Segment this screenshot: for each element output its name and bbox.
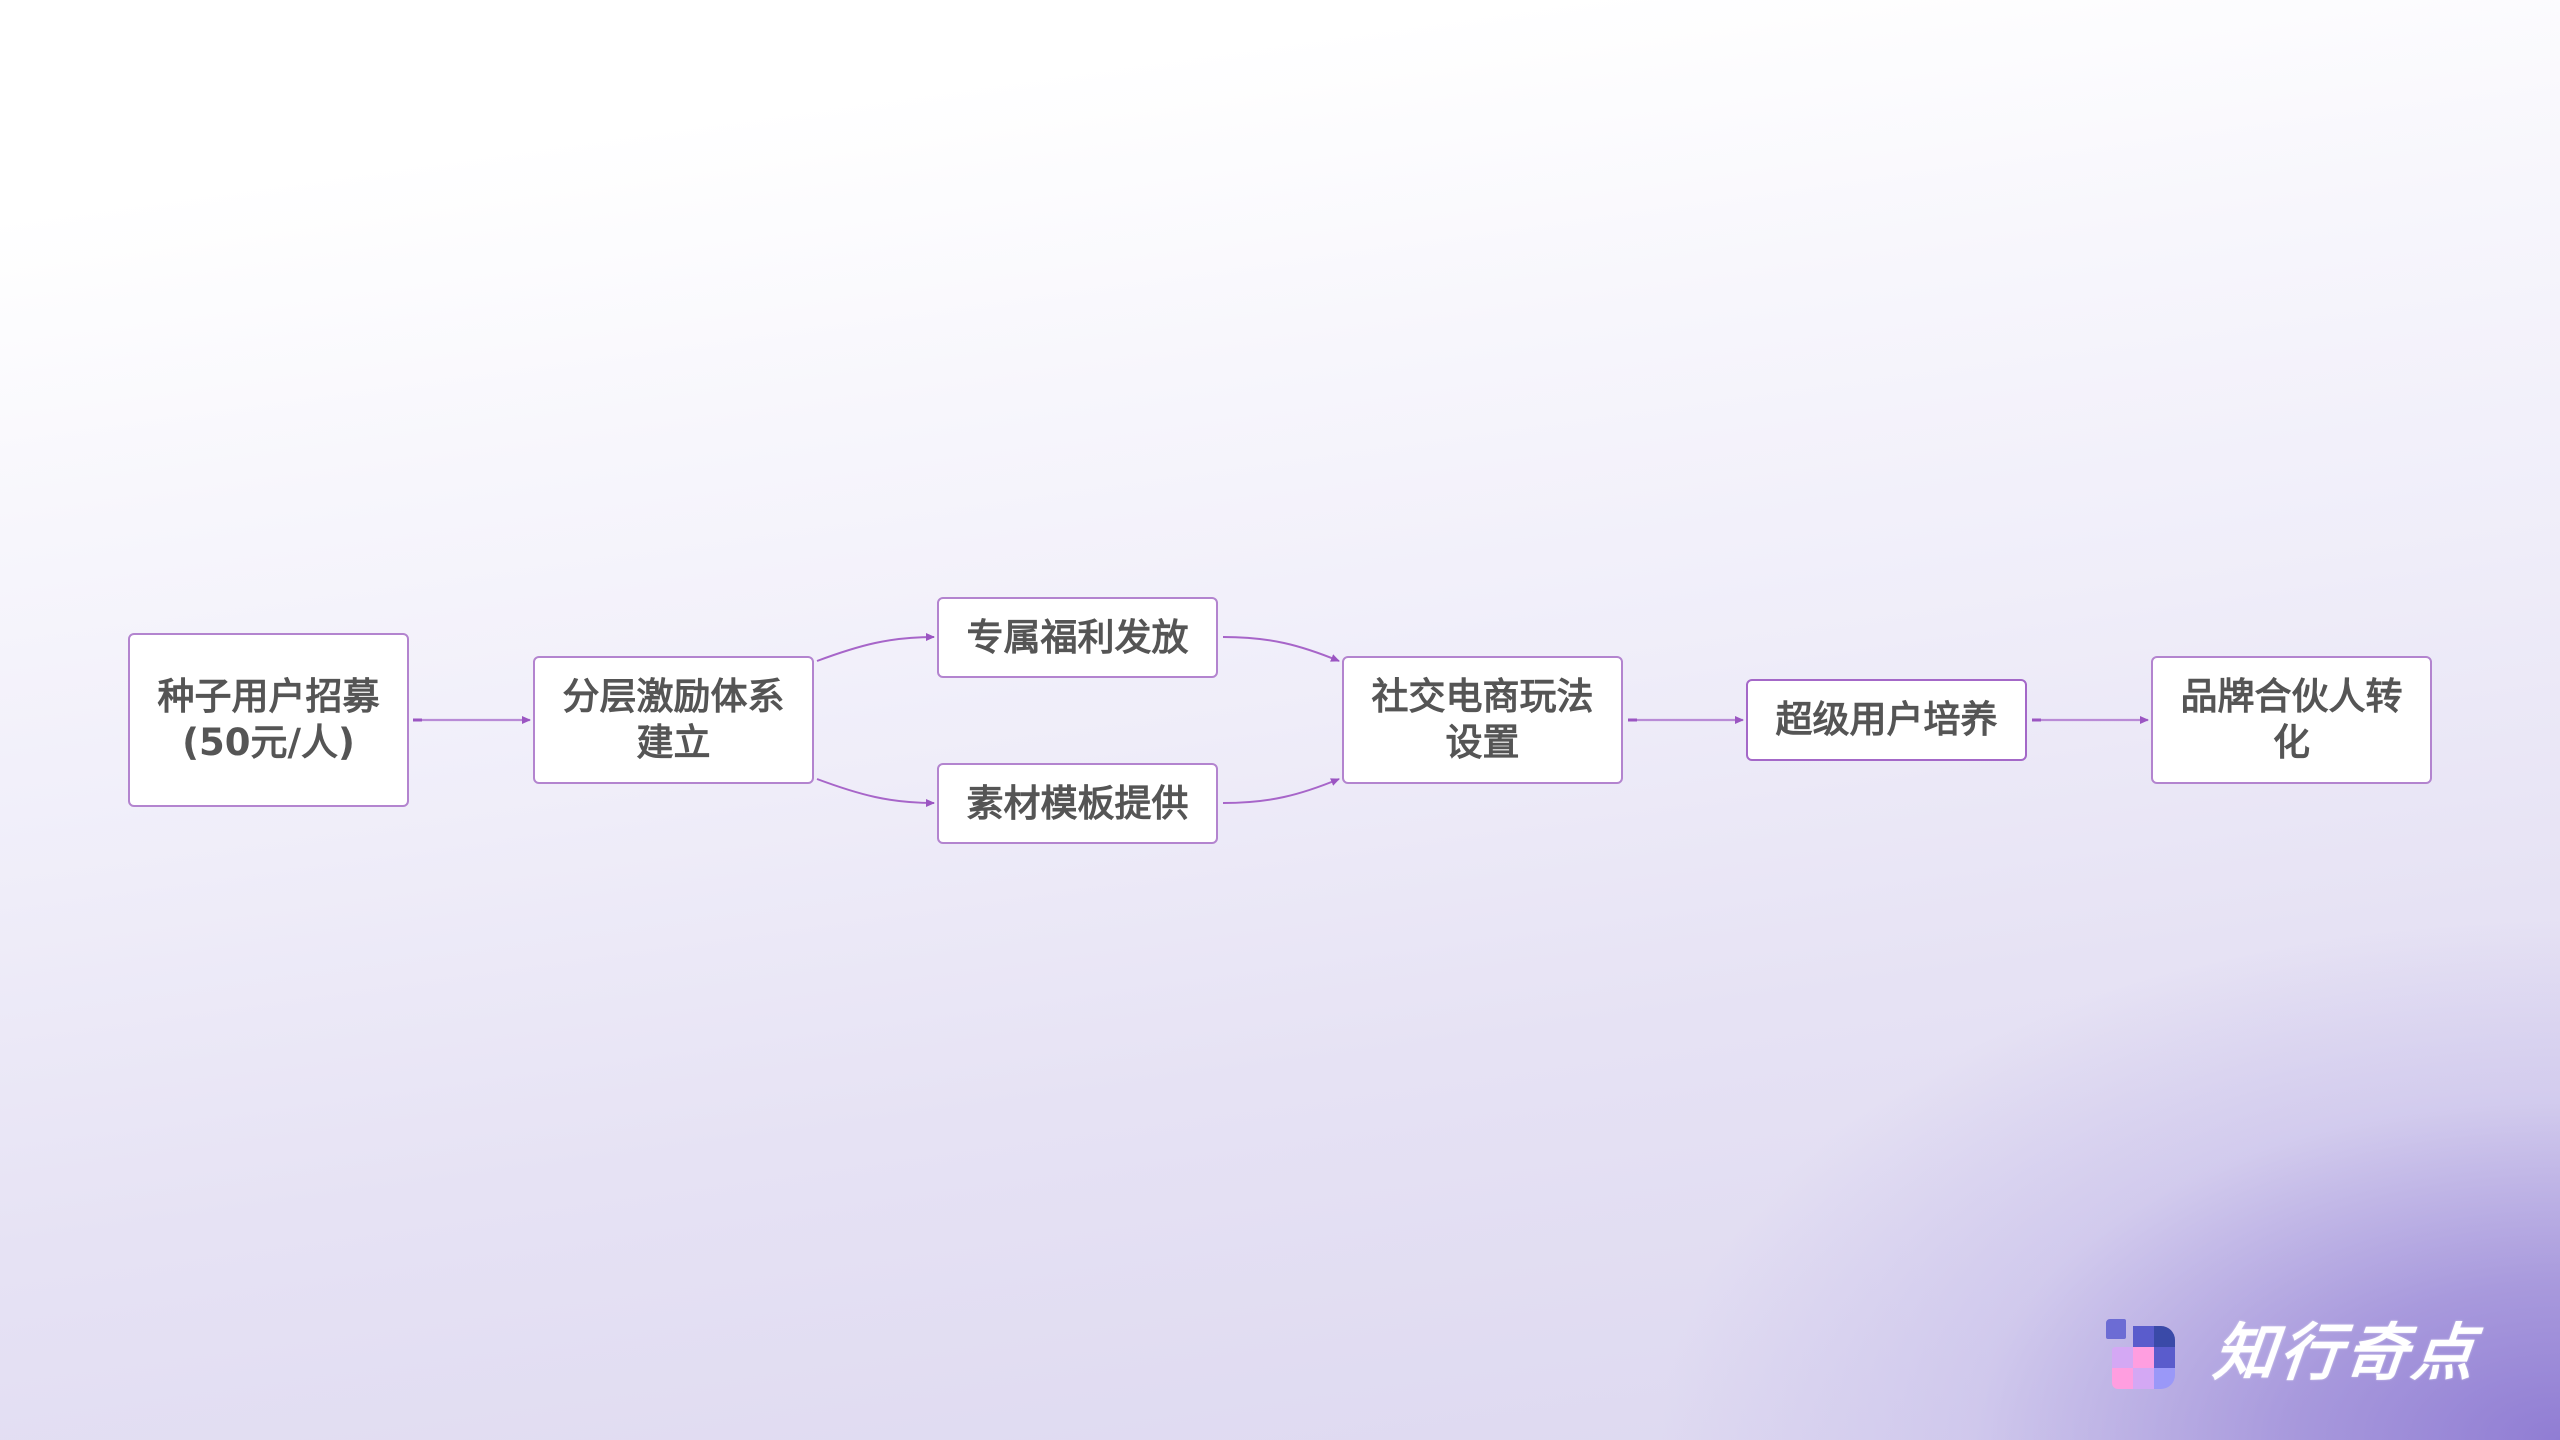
edge-n2-n4 (816, 778, 935, 807)
node-label: 品牌合伙人转化 (2180, 675, 2403, 764)
pixel-grid-logo-icon (2104, 1317, 2176, 1389)
node-exclusive-benefits[interactable]: 专属福利发放 (937, 597, 1218, 678)
node-label: 分层激励体系建立 (562, 675, 785, 764)
node-material-templates[interactable]: 素材模板提供 (937, 763, 1218, 844)
node-label: 种子用户招募(50元/人) (157, 675, 380, 764)
logo-text: 知行奇点 (2210, 1316, 2482, 1389)
node-brand-partner-conversion[interactable]: 品牌合伙人转化 (2151, 656, 2432, 784)
node-social-commerce-setup[interactable]: 社交电商玩法设置 (1342, 656, 1623, 784)
brand-logo: 知行奇点 (2104, 1316, 2482, 1390)
node-label: 专属福利发放 (966, 615, 1189, 659)
node-super-user-cultivation[interactable]: 超级用户培养 (1746, 679, 2027, 761)
node-label: 素材模板提供 (966, 781, 1189, 825)
edge-n3-n5 (1222, 636, 1340, 662)
node-seed-user-recruitment[interactable]: 种子用户招募(50元/人) (128, 633, 409, 807)
node-label: 社交电商玩法设置 (1371, 675, 1594, 764)
edge-n4-n5 (1222, 778, 1340, 804)
node-tiered-incentive-system[interactable]: 分层激励体系建立 (533, 656, 814, 784)
node-label: 超级用户培养 (1775, 698, 1998, 741)
edge-n2-n3 (816, 633, 935, 662)
